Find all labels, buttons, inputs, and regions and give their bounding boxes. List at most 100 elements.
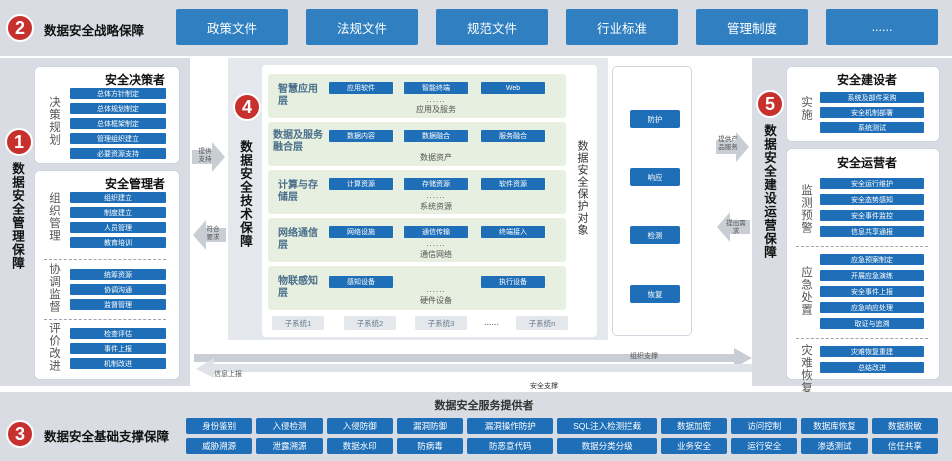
layer-chip[interactable]: 通信传输: [404, 226, 468, 238]
manager-chip[interactable]: 制度建立: [70, 207, 166, 218]
service-chip[interactable]: 数据库恢复: [801, 418, 868, 434]
operator-chip[interactable]: 安全态势感知: [820, 194, 924, 205]
strategy-title: 数据安全战略保障: [44, 24, 145, 38]
operator-group-label: 灾难恢复: [800, 344, 812, 394]
strategy-item-management-system[interactable]: 管理制度: [696, 9, 808, 45]
layer-chip[interactable]: 软件资源: [481, 178, 545, 190]
protect-response-button[interactable]: 响应: [630, 168, 680, 186]
service-chip[interactable]: 访问控制: [731, 418, 798, 434]
operator-chip[interactable]: 开展应急演练: [820, 270, 924, 281]
manager-chip[interactable]: 协调沟通: [70, 284, 166, 295]
service-chip[interactable]: 数据脱敏: [871, 418, 938, 434]
layer-chip[interactable]: 终端接入: [481, 226, 545, 238]
layer-chip[interactable]: 智能终端: [404, 82, 468, 94]
security-builder-title: 安全建设者: [836, 73, 897, 87]
manager-chip[interactable]: 监督管理: [70, 299, 166, 310]
propose-demand-label: 提出需求: [726, 220, 746, 235]
provide-service-label: 提供产品服务: [718, 136, 738, 151]
service-chip[interactable]: 漏洞操作防护: [467, 418, 554, 434]
operator-chip[interactable]: 信息共享通报: [820, 226, 924, 237]
subsystem-tab[interactable]: 子系统1: [272, 316, 324, 330]
protect-recover-button[interactable]: 恢复: [630, 285, 680, 303]
protect-detect-button[interactable]: 检测: [630, 226, 680, 244]
support-arrow-icon: [192, 142, 225, 172]
layer-chip[interactable]: 服务融合: [481, 130, 545, 142]
service-chip[interactable]: 防病毒: [396, 438, 464, 454]
service-chip[interactable]: 渗透测试: [801, 438, 868, 454]
layer-network: [268, 218, 566, 262]
requirement-arrow-icon: [193, 220, 226, 250]
decision-chip[interactable]: 总体方针制定: [70, 88, 166, 99]
manager-chip[interactable]: 检查评估: [70, 328, 166, 339]
operator-chip[interactable]: 取证与追溯: [820, 318, 924, 329]
layer-chip[interactable]: 应用软件: [329, 82, 393, 94]
service-chip[interactable]: 运行安全: [731, 438, 798, 454]
operator-chip[interactable]: 安全事件监控: [820, 210, 924, 221]
manager-chip[interactable]: 统筹资源: [70, 269, 166, 280]
builder-chip[interactable]: 安全机制部署: [820, 107, 924, 118]
strategy-item-specification[interactable]: 规范文件: [436, 9, 548, 45]
subsystem-ellipsis: ......: [484, 317, 500, 327]
manager-chip[interactable]: 教育培训: [70, 237, 166, 248]
manager-chip[interactable]: 机制改进: [70, 358, 166, 369]
service-chip[interactable]: 入侵防御: [326, 418, 393, 434]
foundation-number-badge: 3: [6, 420, 34, 448]
manager-chip[interactable]: 人员管理: [70, 222, 166, 233]
operator-chip[interactable]: 应急预案制定: [820, 254, 924, 265]
service-chip[interactable]: 数据分类分级: [557, 438, 657, 454]
layer-chip[interactable]: 数据融合: [404, 130, 468, 142]
decision-chip[interactable]: 总体框架制定: [70, 118, 166, 129]
service-chip[interactable]: 漏洞防御: [396, 418, 464, 434]
decision-chip[interactable]: 总体规划制定: [70, 103, 166, 114]
manager-chip[interactable]: 事件上报: [70, 343, 166, 354]
service-chip[interactable]: 数据水印: [326, 438, 393, 454]
manager-chip[interactable]: 组织建立: [70, 192, 166, 203]
strategy-item-policy[interactable]: 政策文件: [176, 9, 288, 45]
protect-defense-button[interactable]: 防护: [630, 110, 680, 128]
operator-chip[interactable]: 总结改进: [820, 362, 924, 373]
service-chip[interactable]: 防恶意代码: [467, 438, 554, 454]
layer-chip[interactable]: 数据内容: [329, 130, 393, 142]
operator-chip[interactable]: 安全运行维护: [820, 178, 924, 189]
subsystem-tab[interactable]: 子系统3: [415, 316, 467, 330]
operator-chip[interactable]: 安全事件上报: [820, 286, 924, 297]
management-title: 数据安全管理保障: [10, 162, 24, 270]
strategy-item-regulation[interactable]: 法规文件: [306, 9, 418, 45]
layer-chip[interactable]: 存储资源: [404, 178, 468, 190]
manager-group-label: 协调监督: [48, 263, 60, 313]
propose-demand-arrow-icon: [717, 212, 750, 242]
builder-chip[interactable]: 系统及部件采购: [820, 92, 924, 103]
subsystem-tab[interactable]: 子系统n: [516, 316, 568, 330]
strategy-item-industry-standard[interactable]: 行业标准: [566, 9, 678, 45]
strategy-item-more[interactable]: ......: [826, 9, 938, 45]
support-arrow-label: 提供支持: [198, 148, 212, 163]
operator-chip[interactable]: 灾难恢复重建: [820, 346, 924, 357]
layer-chip[interactable]: 计算资源: [329, 178, 393, 190]
operator-chip[interactable]: 应急响应处理: [820, 302, 924, 313]
builder-group-label: 实施: [800, 96, 812, 121]
layer-data-service: [268, 122, 566, 166]
decision-chip[interactable]: 必要资源支持: [70, 148, 166, 159]
operator-group-label: 应急处置: [800, 266, 812, 316]
layer-chip[interactable]: Web: [481, 82, 545, 94]
layer-chip[interactable]: 感知设备: [329, 276, 393, 288]
service-chip[interactable]: 身份鉴别: [186, 418, 253, 434]
service-chip[interactable]: SQL注入检测拦截: [557, 418, 657, 434]
service-chip[interactable]: 泄露溯源: [256, 438, 323, 454]
service-chip[interactable]: 威胁溯源: [186, 438, 253, 454]
foundation-title: 数据安全基础支撑保障: [44, 430, 170, 444]
operator-divider: [796, 338, 928, 339]
decision-chip[interactable]: 管理组织建立: [70, 133, 166, 144]
subsystem-tab[interactable]: 子系统2: [344, 316, 396, 330]
service-chip[interactable]: 入侵检测: [256, 418, 323, 434]
layer-name: 数据及服务融合层: [273, 130, 323, 153]
layer-chip[interactable]: 执行设备: [481, 276, 545, 288]
service-chip[interactable]: 业务安全: [660, 438, 728, 454]
service-chip[interactable]: 数据加密: [660, 418, 728, 434]
layer-chip[interactable]: 网络设施: [329, 226, 393, 238]
builder-chip[interactable]: 系统测试: [820, 122, 924, 133]
security-manager-title: 安全管理者: [104, 177, 165, 191]
manager-divider: [44, 319, 166, 320]
layer-compute-storage: [268, 170, 566, 214]
service-chip[interactable]: 信任共享: [871, 438, 938, 454]
